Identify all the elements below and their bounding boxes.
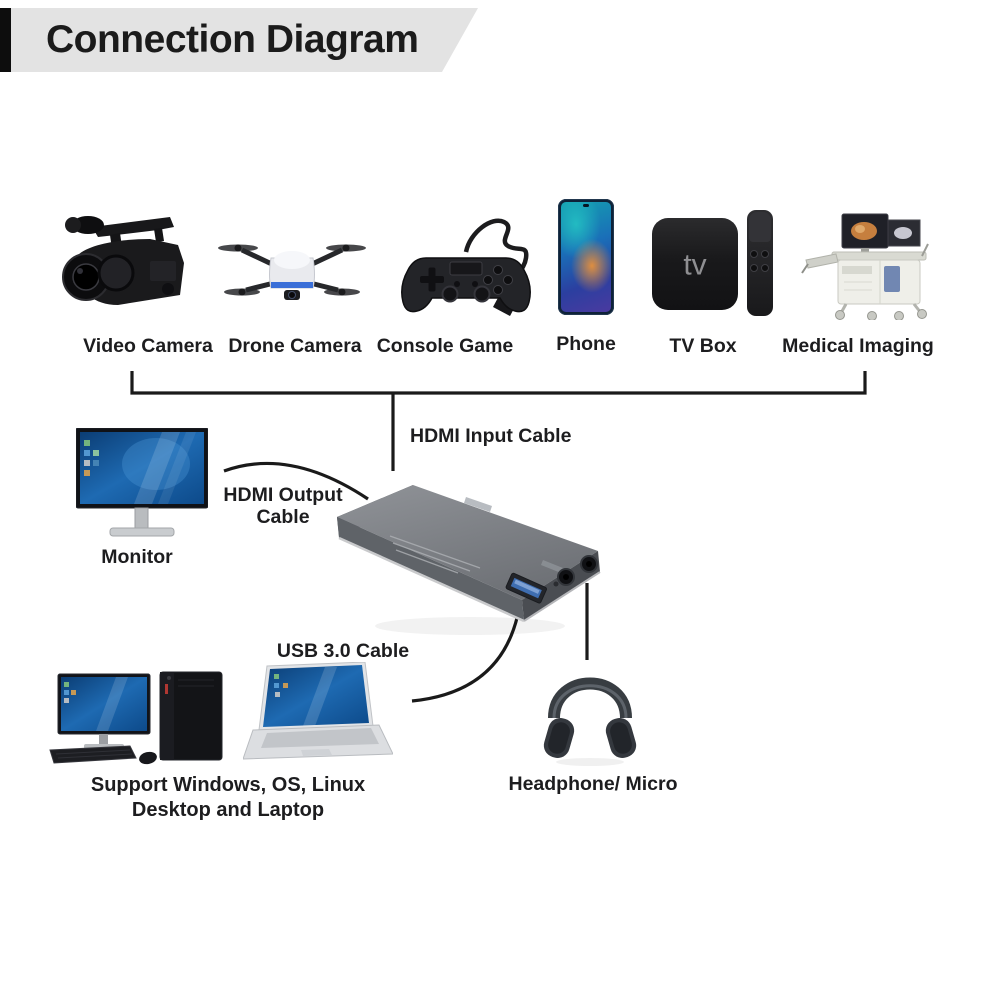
tv-remote-icon — [747, 210, 773, 316]
headphones-icon — [543, 677, 637, 766]
phone-screen — [561, 202, 611, 312]
drone-camera-icon — [218, 244, 366, 300]
video-camera-icon — [62, 216, 184, 305]
label-monitor: Monitor — [101, 546, 173, 568]
label-hdmi-output-cable: HDMI Output Cable — [223, 484, 343, 528]
monitor-icon — [76, 428, 208, 537]
card-brand-marking — [541, 560, 568, 575]
card-print-lines — [389, 535, 481, 574]
label-console-game: Console Game — [376, 335, 514, 357]
card-front-face — [337, 517, 524, 621]
laptop-icon — [243, 662, 393, 760]
smartphone-icon — [558, 199, 614, 315]
card-hdmi-marking — [464, 497, 492, 512]
label-tv-box: TV Box — [669, 335, 737, 357]
usb3-port — [505, 572, 547, 604]
phone-camera-notch — [583, 204, 589, 207]
source-bracket-line — [130, 371, 867, 395]
label-headphone: Headphone/ Micro — [508, 773, 678, 795]
label-phone: Phone — [556, 333, 616, 355]
label-video-camera: Video Camera — [83, 335, 213, 357]
title-banner: Connection Diagram — [0, 8, 478, 72]
led-hole — [553, 581, 559, 587]
audio-jacks — [557, 555, 598, 586]
page-title: Connection Diagram — [46, 18, 419, 61]
desktop-pc-icon — [49, 671, 223, 765]
label-usb-cable: USB 3.0 Cable — [276, 640, 410, 662]
label-drone-camera: Drone Camera — [228, 335, 362, 357]
banner-accent-bar — [0, 8, 11, 72]
ultrasound-machine-icon — [801, 213, 929, 320]
computer-caption: Support Windows, OS, Linux Desktop and L… — [90, 774, 366, 821]
tv-box-logo: tv — [683, 248, 707, 282]
remote-touchpad — [749, 212, 771, 242]
card-left-face — [337, 485, 415, 536]
usb-cable-line — [411, 608, 521, 703]
card-top-face — [337, 485, 598, 600]
gamepad-icon — [401, 218, 531, 316]
label-medical-imaging: Medical Imaging — [782, 335, 934, 357]
card-right-face — [522, 551, 600, 621]
label-hdmi-input-cable: HDMI Input Cable — [410, 425, 572, 447]
tv-box-icon: tv — [652, 218, 738, 310]
